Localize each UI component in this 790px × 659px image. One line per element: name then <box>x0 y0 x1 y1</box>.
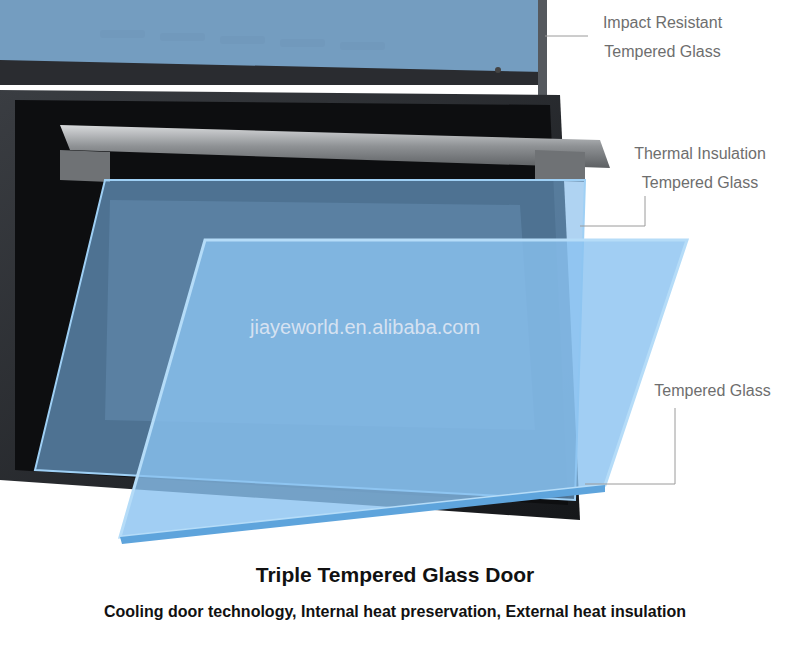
diagram-title: Triple Tempered Glass Door <box>0 563 790 587</box>
callout-label: Impact Resistant Tempered Glass <box>585 8 740 66</box>
leader-line <box>545 36 588 37</box>
watermark: jiayeworld.en.alibaba.com <box>250 316 480 339</box>
leader-line <box>585 408 675 484</box>
diagram-caption: Cooling door technology, Internal heat p… <box>0 603 790 621</box>
leader-line <box>580 196 645 226</box>
callout-label: Thermal Insulation Tempered Glass <box>620 139 780 197</box>
callout-label: Tempered Glass <box>640 376 785 405</box>
